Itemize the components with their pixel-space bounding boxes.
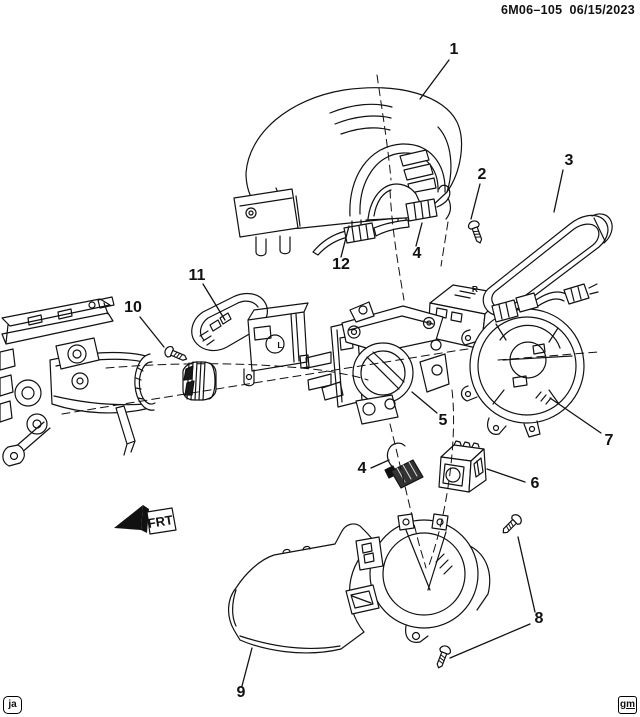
callout-10: 10 xyxy=(124,299,142,316)
gm-logo-badge: gm xyxy=(618,696,637,714)
leader-lines xyxy=(139,59,602,687)
part-screw-8-upper xyxy=(498,511,525,538)
part-connector-upper xyxy=(405,184,452,222)
centerlines xyxy=(61,74,599,569)
part-lower-shroud xyxy=(228,513,491,654)
callout-6: 6 xyxy=(531,475,540,492)
part-ignition-switch xyxy=(438,440,487,493)
part-screw-10 xyxy=(162,344,190,365)
part-column-housing xyxy=(305,301,450,425)
doc-date: 06/15/2023 xyxy=(569,3,635,17)
callout-8: 8 xyxy=(535,610,544,627)
part-marking-R: R xyxy=(472,284,478,294)
callout-3: 3 xyxy=(565,152,574,169)
callout-1: 1 xyxy=(450,41,459,58)
part-turn-signal-switch xyxy=(191,292,310,387)
part-screw-8-lower xyxy=(432,643,453,671)
part-clockspring-coil xyxy=(460,283,599,438)
callout-11: 11 xyxy=(189,267,206,284)
gm-logo-text: gm xyxy=(620,699,635,710)
callout-7: 7 xyxy=(605,432,614,449)
frt-label: FRT xyxy=(147,512,174,531)
part-connector-lower xyxy=(384,442,424,489)
front-direction-arrow: FRT xyxy=(114,505,177,535)
callout-9: 9 xyxy=(237,684,246,701)
steering-column-assembly xyxy=(0,296,217,467)
revision-badge-text: ja xyxy=(8,699,17,710)
callout-4: 4 xyxy=(358,460,367,477)
callout-4: 4 xyxy=(413,245,422,262)
sheet-header: 6M06–105 06/15/2023 xyxy=(494,3,635,17)
doc-code: 6M06–105 xyxy=(500,3,563,17)
part-marking-L: L xyxy=(277,340,282,350)
callout-12: 12 xyxy=(332,256,350,273)
callout-2: 2 xyxy=(478,166,487,183)
part-screw-2 xyxy=(466,218,486,246)
revision-badge-ja: ja xyxy=(3,696,22,714)
callout-5: 5 xyxy=(439,412,448,429)
